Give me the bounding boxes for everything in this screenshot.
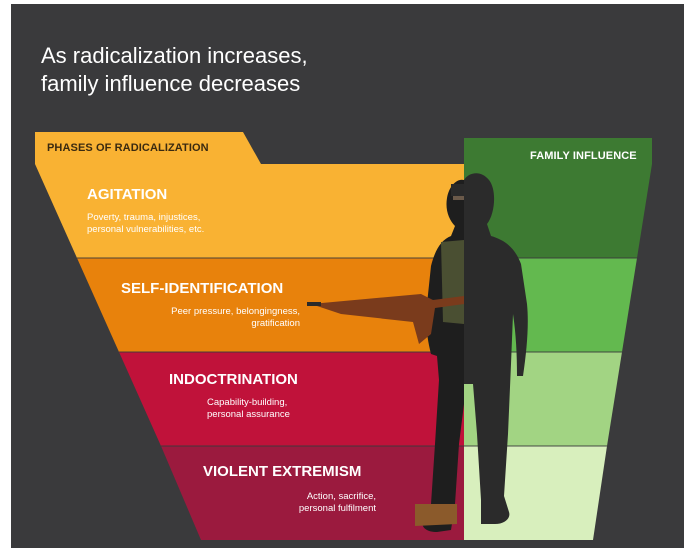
family-header-tab: [464, 138, 652, 164]
phase-band-indoctrination: [119, 352, 464, 446]
phase-desc-violent-extremism-1: Action, sacrifice,: [306, 491, 376, 502]
phase-desc-agitation-2: personal vulnerabilities, etc.: [87, 224, 205, 235]
phase-desc-self-identification-1: Peer pressure, belongingness,: [171, 306, 300, 317]
militant-silhouette: [307, 179, 464, 532]
phase-band-self-identification: [77, 258, 464, 352]
phase-desc-self-identification-2: gratification: [251, 318, 300, 329]
phase-title-indoctrination: INDOCTRINATION: [169, 371, 298, 388]
headline: As radicalization increases, family infl…: [41, 42, 461, 98]
infographic-panel: As radicalization increases, family infl…: [11, 4, 684, 548]
family-silhouette: [464, 173, 528, 524]
phase-band-agitation: [35, 164, 464, 258]
phase-title-self-identification: SELF-IDENTIFICATION: [121, 280, 284, 297]
phase-title-agitation: AGITATION: [87, 186, 168, 203]
phase-desc-agitation-1: Poverty, trauma, injustices,: [87, 212, 201, 223]
phase-desc-indoctrination-2: personal assurance: [207, 409, 290, 420]
phases-header-tab: [35, 132, 261, 164]
phases-header-label: PHASES OF RADICALIZATION: [47, 142, 209, 154]
headline-line-2: family influence decreases: [41, 71, 301, 96]
radicalization-diagram: [35, 132, 652, 540]
phase-band-violent-extremism: [161, 446, 464, 540]
family-band-1: [464, 164, 652, 258]
phase-desc-violent-extremism-2: personal fulfilment: [298, 503, 376, 514]
phase-title-violent-extremism: VIOLENT EXTREMISM: [203, 463, 362, 480]
headline-line-1: As radicalization increases,: [41, 43, 308, 68]
phase-desc-indoctrination-1: Capability-building,: [207, 397, 288, 408]
family-header-label: FAMILY INFLUENCE: [530, 150, 637, 162]
